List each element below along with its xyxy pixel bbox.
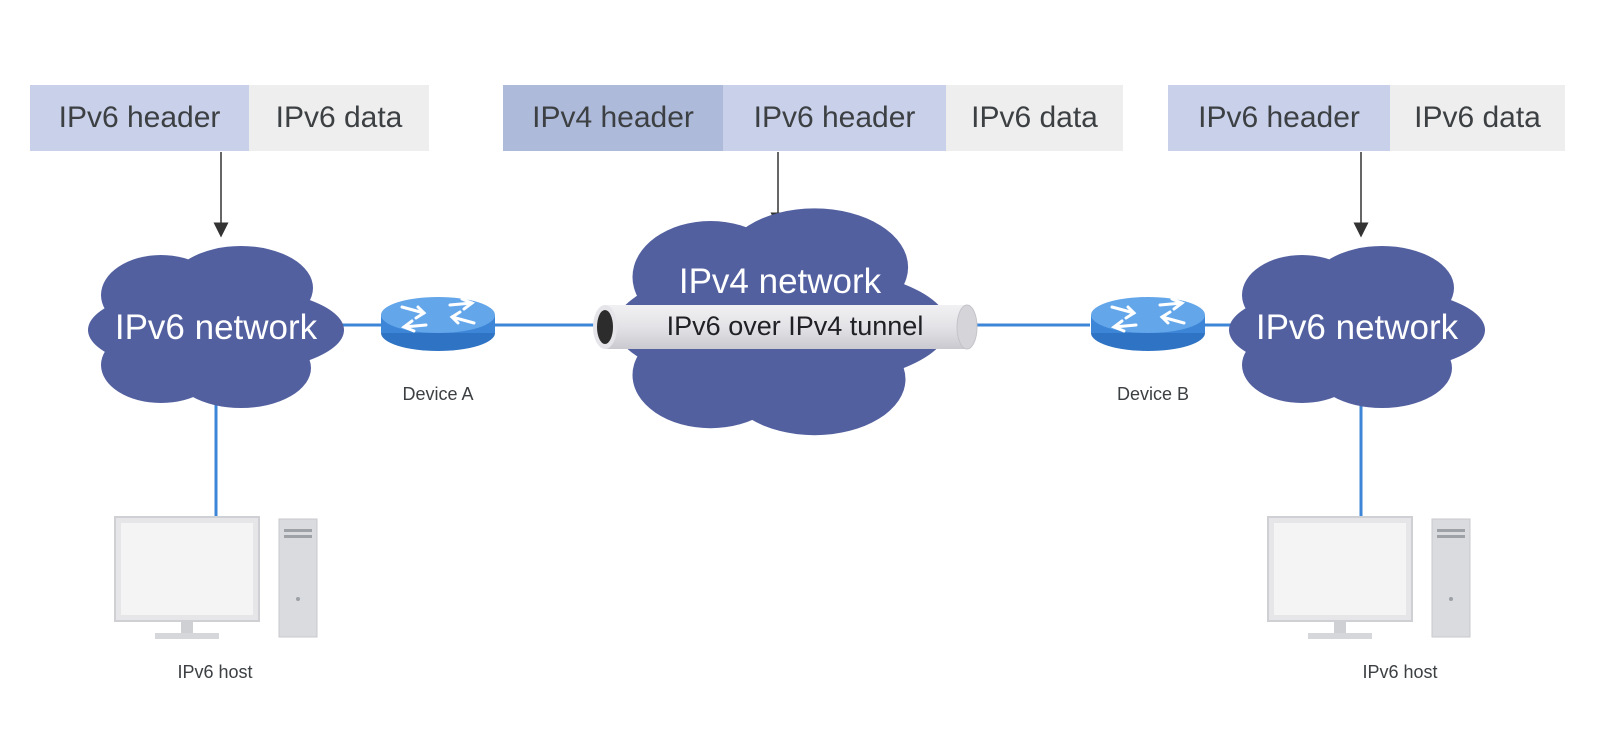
- middle-packet-ipv6-header: IPv6 header: [723, 85, 946, 151]
- left-network-label: IPv6 network: [114, 308, 318, 347]
- left-host-computer-icon: [114, 516, 318, 640]
- device-a-label: Device A: [402, 384, 474, 404]
- packet-arrows: [213, 152, 1369, 238]
- right-host-computer-icon: [1267, 516, 1471, 640]
- device-b-label: Device B: [1116, 384, 1190, 404]
- device-a-router-icon: [379, 295, 497, 353]
- ipv4-network-label: IPv4 network: [678, 262, 882, 301]
- device-b-router-icon: [1089, 295, 1207, 353]
- left-packet-ipv6-header: IPv6 header: [30, 85, 249, 151]
- tunnel-pipe: [593, 304, 978, 350]
- left-packet-ipv6-data: IPv6 data: [249, 85, 429, 151]
- middle-packet-ipv4-header: IPv4 header: [503, 85, 723, 151]
- right-packet-ipv6-data: IPv6 data: [1390, 85, 1565, 151]
- right-host-label: IPv6 host: [1362, 662, 1438, 682]
- right-packet-ipv6-header: IPv6 header: [1168, 85, 1390, 151]
- tunnel-opening: [597, 310, 613, 344]
- right-network-label: IPv6 network: [1255, 308, 1459, 347]
- tunnel-label: IPv6 over IPv4 tunnel: [666, 311, 924, 341]
- middle-packet-ipv6-data: IPv6 data: [946, 85, 1123, 151]
- left-host-label: IPv6 host: [177, 662, 253, 682]
- network-links: [214, 323, 1363, 517]
